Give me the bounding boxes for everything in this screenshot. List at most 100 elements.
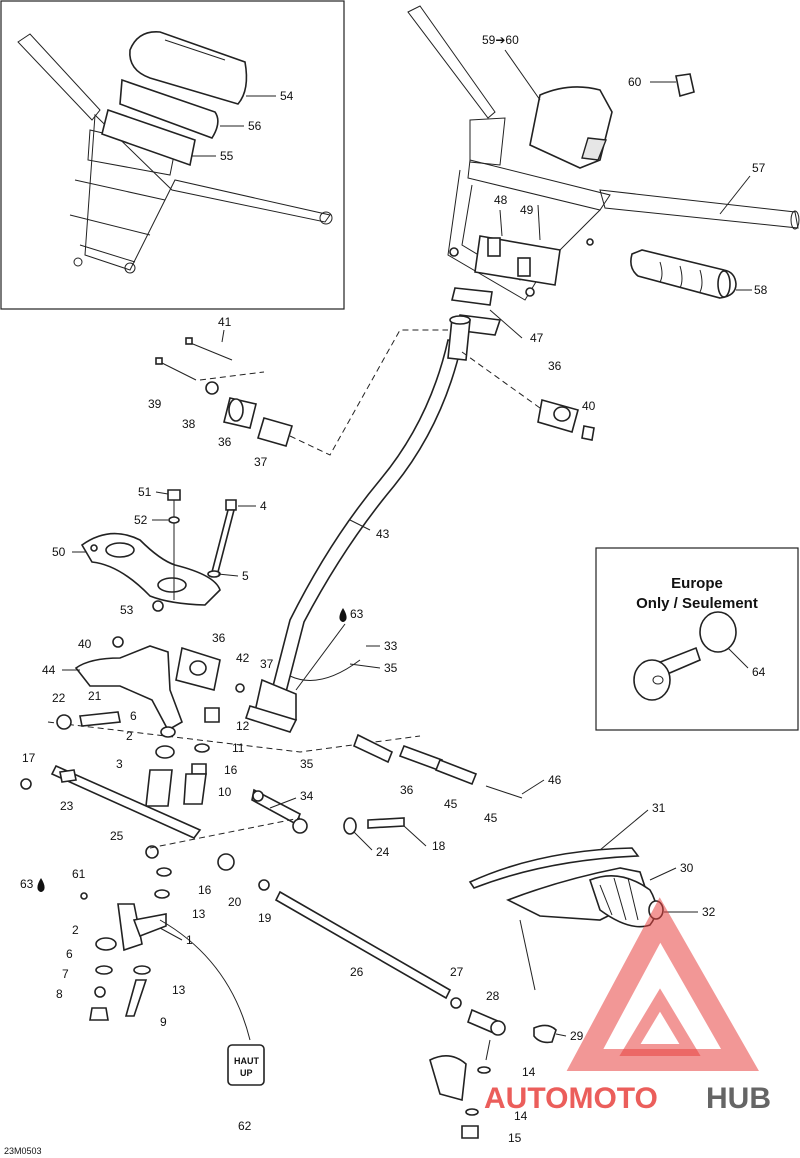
callout-30: 30: [680, 861, 694, 875]
callout-6-b: 6: [66, 947, 73, 961]
callout-54: 54: [280, 89, 294, 103]
callout-13-b: 13: [172, 983, 186, 997]
callout-14-b: 14: [514, 1109, 528, 1123]
callout-64: 64: [752, 665, 766, 679]
callout-1: 1: [186, 933, 193, 947]
callout-57: 57: [752, 161, 766, 175]
callout-38: 38: [182, 417, 196, 431]
callout-10: 10: [218, 785, 232, 799]
callout-62: 62: [238, 1119, 252, 1133]
callout-24: 24: [376, 845, 390, 859]
inset-leader-lines: [192, 95, 276, 157]
tag-62-line1: HAUT: [234, 1056, 259, 1066]
callout-18: 18: [432, 839, 446, 853]
callout-33: 33: [384, 639, 398, 653]
leader-lines: [62, 49, 752, 1037]
upper-bushing-parts: [155, 329, 448, 456]
watermark-logo: [566, 897, 759, 1071]
callout-49: 49: [520, 203, 534, 217]
steering-boot: [468, 847, 664, 1044]
callout-41: 41: [218, 315, 232, 329]
callout-35-b: 35: [300, 757, 314, 771]
column-support: [47, 636, 421, 753]
handlebar-assembly: [407, 5, 800, 336]
callout-36-b: 36: [548, 359, 562, 373]
callout-37-b: 37: [260, 657, 274, 671]
callout-13-a: 13: [192, 907, 206, 921]
watermark-inner-mark: [619, 988, 701, 1056]
callout-50: 50: [52, 545, 66, 559]
callout-16-b: 16: [198, 883, 212, 897]
callout-47: 47: [530, 331, 544, 345]
callout-22: 22: [52, 691, 66, 705]
callout-51: 51: [138, 485, 152, 499]
callout-39: 39: [148, 397, 162, 411]
callout-2-a: 2: [126, 729, 133, 743]
callout-6-a: 6: [130, 709, 137, 723]
callout-4: 4: [260, 499, 267, 513]
callout-61: 61: [72, 867, 86, 881]
callout-36-a: 36: [218, 435, 232, 449]
callout-21: 21: [88, 689, 102, 703]
lower-pivot: [80, 867, 265, 1086]
callout-23: 23: [60, 799, 74, 813]
callout-3: 3: [116, 757, 123, 771]
handlebar-inset-frame: [0, 0, 345, 310]
callout-7: 7: [62, 967, 69, 981]
callout-labels: 54 56 55 59➔60 60 57 58 48 49 47 41 39 3…: [20, 33, 768, 1145]
diagram-code: 23M0503: [4, 1146, 42, 1156]
europe-part-drawing: [633, 611, 737, 701]
callout-36-c: 36: [212, 631, 226, 645]
callout-44: 44: [42, 663, 56, 677]
watermark-triangle-icon: [566, 897, 759, 1071]
oil-drop-icon-2: [37, 878, 45, 892]
callout-63-a: 63: [350, 607, 364, 621]
europe-inset-title: Europe: [671, 575, 723, 592]
callout-40-a: 40: [582, 399, 596, 413]
callout-25: 25: [110, 829, 124, 843]
callout-12: 12: [236, 719, 250, 733]
europe-inset-frame: [595, 547, 799, 731]
callout-8: 8: [56, 987, 63, 1001]
pivot-arm-parts: [20, 707, 220, 839]
callout-35-a: 35: [384, 661, 398, 675]
callout-46: 46: [548, 773, 562, 787]
callout-29: 29: [570, 1029, 584, 1043]
callout-5: 5: [242, 569, 249, 583]
column-lower-bracket: [244, 678, 298, 733]
callout-20: 20: [228, 895, 242, 909]
steering-column: [271, 315, 471, 693]
callout-42: 42: [236, 651, 250, 665]
callout-32: 32: [702, 905, 716, 919]
callout-17: 17: [22, 751, 36, 765]
callout-43: 43: [376, 527, 390, 541]
bushing-36-right: [461, 351, 595, 441]
watermark-text-auto: AUTOMOTO: [484, 1082, 658, 1115]
callout-15: 15: [508, 1131, 522, 1145]
callout-48: 48: [494, 193, 508, 207]
callout-56: 56: [248, 119, 262, 133]
callout-28: 28: [486, 989, 500, 1003]
tie-rod-assembly: [145, 733, 523, 1139]
callout-27: 27: [450, 965, 464, 979]
handlebar-inset-drawing: [17, 31, 333, 274]
callout-31: 31: [652, 801, 666, 815]
callout-26: 26: [350, 965, 364, 979]
callout-55: 55: [220, 149, 234, 163]
callout-40-b: 40: [78, 637, 92, 651]
hand-guard: [529, 86, 613, 169]
callout-58: 58: [754, 283, 768, 297]
callout-63-b: 63: [20, 877, 34, 891]
grip: [630, 249, 737, 299]
callout-60: 60: [628, 75, 642, 89]
callout-19: 19: [258, 911, 272, 925]
callout-2-b: 2: [72, 923, 79, 937]
callout-11: 11: [232, 741, 245, 755]
watermark-text-hub: HUB: [706, 1082, 771, 1115]
support-plate: [80, 489, 237, 612]
callout-14-a: 14: [522, 1065, 536, 1079]
oil-drop-icon: [339, 608, 347, 622]
tag-62-line2: UP: [240, 1068, 253, 1078]
callout-52: 52: [134, 513, 148, 527]
